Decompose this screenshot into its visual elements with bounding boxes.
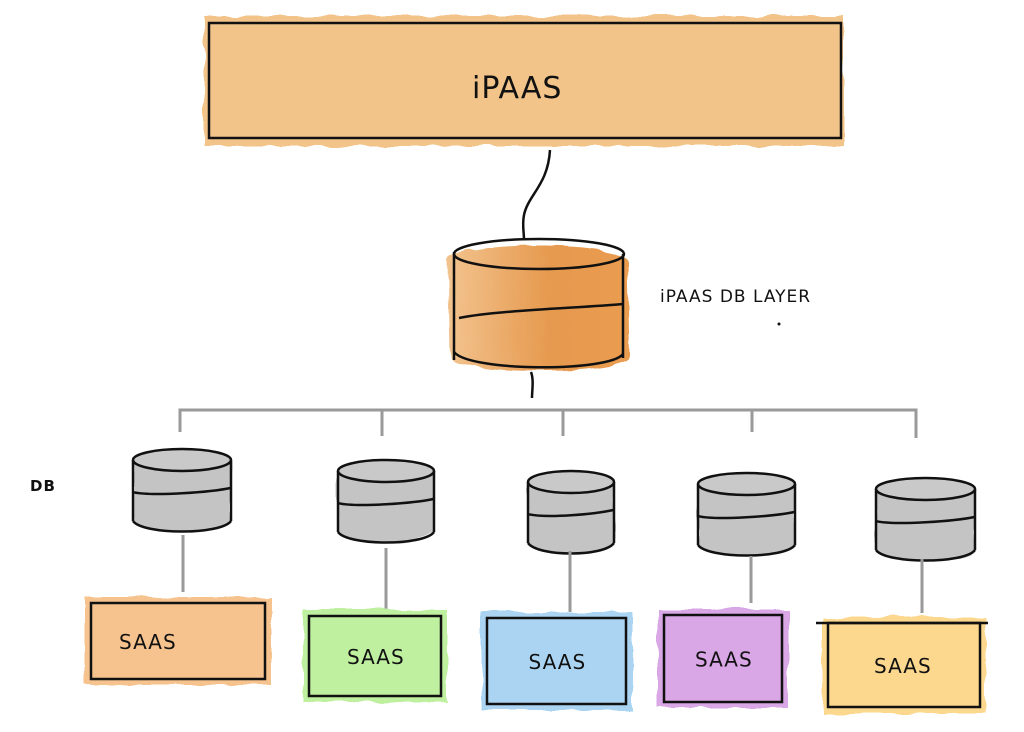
distribution-bus [178, 408, 918, 438]
ipaas-db-layer-label: iPAAS DB LAYER [660, 287, 811, 307]
saas-box-border [307, 614, 443, 698]
db-cylinder-top [131, 447, 233, 473]
saas-box: SAAS [816, 617, 988, 713]
saas-box-label: SAAS [529, 650, 587, 674]
ipaas-to-dblayer-connector [521, 149, 552, 241]
ipaas-box: iPAAS [204, 16, 844, 146]
ipaas-box-fill [204, 16, 844, 146]
saas-db-cylinder [874, 476, 977, 562]
saas-box-fill [822, 617, 986, 713]
db-row-label: DB [30, 477, 56, 495]
db-cylinder-top [874, 476, 977, 502]
ipaas-box-label: iPAAS [472, 71, 562, 106]
db-cylinder-top [526, 469, 616, 495]
saas-box-fill [85, 597, 271, 685]
ipaas-db-layer-fill [448, 245, 630, 371]
saas-box-label: SAAS [695, 648, 753, 672]
saas-box: SAAS [85, 597, 271, 685]
saas-box-fill [303, 610, 447, 702]
saas-box: SAAS [658, 609, 788, 708]
db-cylinder-fill [698, 484, 795, 556]
saas-db-cylinder [131, 447, 233, 533]
saas-box-border [89, 601, 267, 681]
stray-dot [777, 322, 781, 326]
saas-box-fill [481, 612, 632, 710]
db-cylinder-top [336, 458, 436, 484]
db-cylinder-top [696, 471, 797, 497]
saas-db-cylinder [336, 458, 436, 544]
saas-box: SAAS [303, 610, 447, 702]
saas-db-cylinder [696, 471, 797, 557]
saas-box-border [485, 616, 628, 706]
saas-box: SAAS [481, 612, 632, 710]
saas-box-label: SAAS [874, 654, 932, 678]
saas-box-label: SAAS [347, 645, 405, 669]
ipaas-box-border [207, 21, 843, 140]
db-cylinder-fill [876, 489, 975, 561]
saas-box-label: SAAS [119, 630, 177, 654]
db-cylinder-fill [133, 460, 231, 532]
dblayer-to-bus-connector [529, 371, 534, 399]
db-cylinder-fill [338, 471, 434, 543]
saas-db-cylinder [526, 469, 616, 555]
ipaas-db-layer [448, 237, 630, 371]
saas-box-fill [658, 609, 788, 708]
db-cylinder-fill [528, 482, 614, 554]
saas-box-border [662, 613, 784, 704]
